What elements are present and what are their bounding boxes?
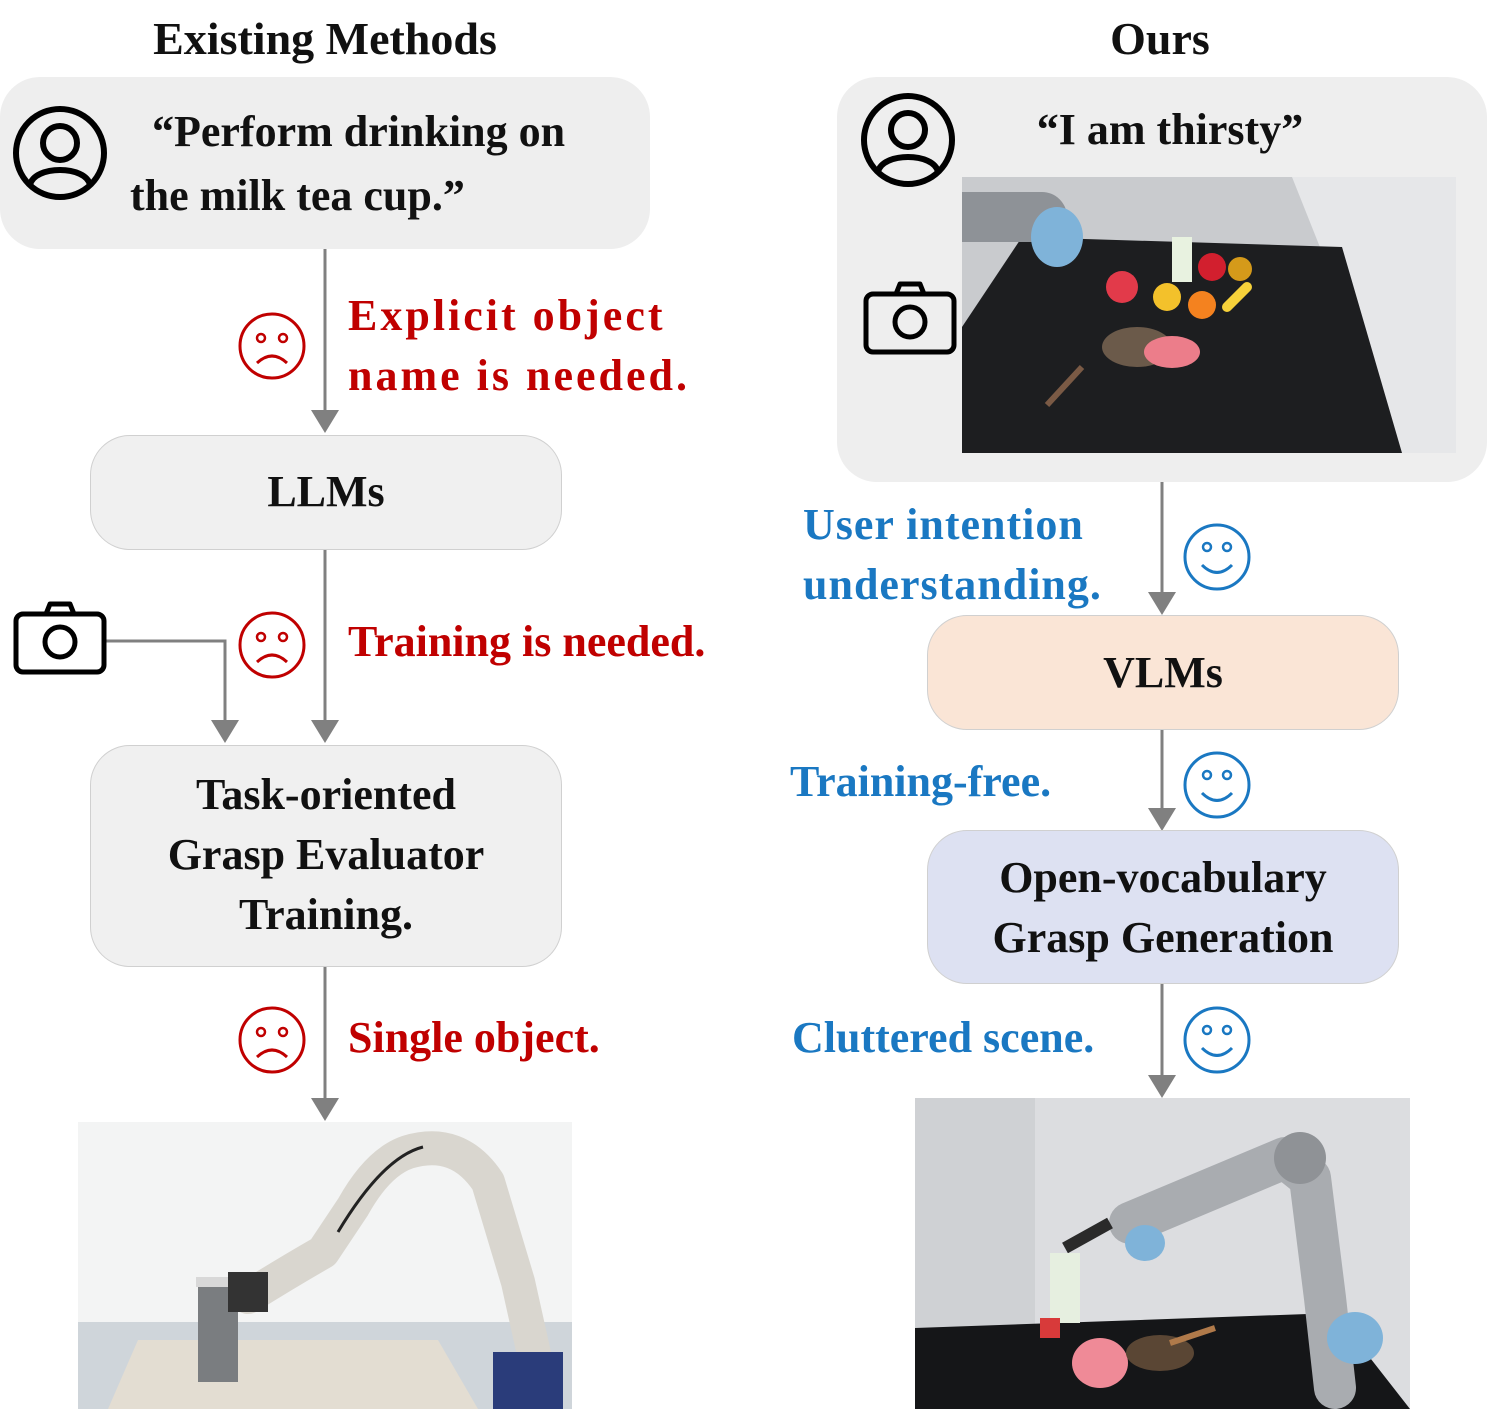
right-note1-line1: User intention [803,500,1084,549]
smiley-face-icon [1183,1006,1251,1074]
left-query-box [0,77,650,249]
grasp-generation-box: Open-vocabulary Grasp Generation [927,830,1399,984]
right-note-cluttered-scene: Cluttered scene. [792,1013,1095,1062]
right-query-text: “I am thirsty” [1036,105,1304,154]
right-note-user-intention: User intention understanding. [803,495,1102,615]
left-note1-line2: name is needed. [348,351,690,400]
cluttered-scene-robot-photo [915,1098,1410,1409]
left-query-line1: “Perform drinking on [152,107,566,156]
cluttered-scene-photo [962,177,1456,453]
left-note-training-needed: Training is needed. [348,617,706,666]
sad-face-icon [238,611,306,679]
left-note1-line1: Explicit object [348,291,666,340]
evaluator-box: Task-oriented Grasp Evaluator Training. [90,745,562,967]
llms-box: LLMs [90,435,562,550]
left-query-text: “Perform drinking on the milk tea cup.” [120,100,650,228]
left-heading: Existing Methods [153,13,497,64]
smiley-face-icon [1183,751,1251,819]
sad-face-icon [238,1006,306,1074]
right-note1-line2: understanding. [803,560,1102,609]
sad-face-icon [238,312,306,380]
grasp-generation-line1: Open-vocabulary [999,853,1327,902]
left-note-explicit-name: Explicit object name is needed. [348,286,690,406]
evaluator-line1: Task-oriented [196,770,456,819]
user-icon [861,93,955,187]
evaluator-line2: Grasp Evaluator [167,830,485,879]
user-icon [13,106,107,200]
left-query-line2: the milk tea cup.” [130,171,465,220]
single-object-robot-photo [78,1122,572,1409]
llms-label: LLMs [267,467,385,516]
smiley-face-icon [1183,523,1251,591]
vlms-box: VLMs [927,615,1399,730]
vlms-label: VLMs [1103,648,1223,697]
camera-icon [13,601,107,675]
left-note-single-object: Single object. [348,1013,600,1062]
right-note-training-free: Training-free. [790,757,1052,806]
right-heading: Ours [1110,13,1210,64]
evaluator-line3: Training. [238,890,413,939]
grasp-generation-line2: Grasp Generation [992,913,1334,962]
camera-icon [863,281,957,355]
